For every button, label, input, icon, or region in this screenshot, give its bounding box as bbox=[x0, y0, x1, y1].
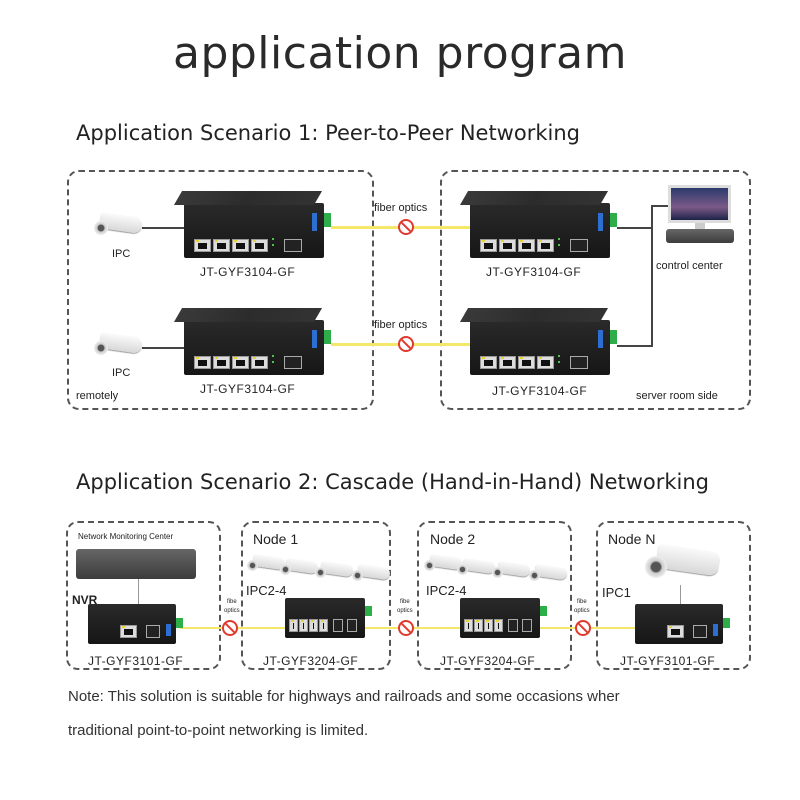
ip-camera-icon bbox=[643, 543, 723, 588]
nvr-device-icon bbox=[76, 549, 196, 579]
note-line-1: Note: This solution is suitable for high… bbox=[68, 688, 620, 705]
ip-camera-icon bbox=[490, 560, 540, 587]
monitor-stand bbox=[695, 223, 705, 229]
control-center-label: control center bbox=[656, 260, 723, 272]
page-title: application program bbox=[172, 28, 627, 79]
fiber-label: fiber optics bbox=[374, 319, 428, 331]
remote-site-box bbox=[67, 170, 374, 410]
switch-model-label: JT-GYF3204-GF bbox=[440, 654, 536, 668]
switch-device-icon bbox=[459, 191, 617, 258]
switch-model-label: JT-GYF3104-GF bbox=[200, 382, 296, 396]
device-label: IPC2-4 bbox=[246, 583, 287, 598]
switch-device-icon bbox=[285, 598, 372, 638]
ethernet-cable bbox=[680, 585, 681, 605]
ip-camera-icon bbox=[92, 212, 152, 245]
node-box-node2 bbox=[417, 521, 572, 670]
switch-model-label: JT-GYF3104-GF bbox=[200, 265, 296, 279]
remote-site-label: remotely bbox=[76, 390, 119, 402]
ip-camera-icon bbox=[455, 557, 505, 584]
ethernet-cable bbox=[617, 345, 652, 347]
node-box-node1 bbox=[241, 521, 391, 670]
switch-device-icon bbox=[459, 308, 617, 375]
ip-camera-icon bbox=[350, 563, 400, 590]
node-box-monitoring-center bbox=[66, 521, 221, 670]
fiber-fault-icon bbox=[398, 219, 414, 235]
computer-host-icon bbox=[666, 229, 734, 243]
ethernet-cable bbox=[142, 227, 184, 229]
camera-label: IPC bbox=[112, 367, 131, 379]
switch-device-icon bbox=[173, 191, 331, 258]
camera-label: IPC bbox=[112, 248, 131, 260]
note-line-2: traditional point-to-point networking is… bbox=[68, 722, 369, 739]
node-title: Network Monitoring Center bbox=[78, 532, 174, 541]
node-title: Node 2 bbox=[430, 531, 476, 547]
fiber-optic-line bbox=[180, 627, 650, 629]
ip-camera-icon bbox=[278, 557, 328, 584]
node-box-nodeN bbox=[596, 521, 751, 670]
ethernet-cable bbox=[142, 347, 184, 349]
device-label: IPC1 bbox=[602, 585, 631, 600]
scenario1-heading: Application Scenario 1: Peer-to-Peer Net… bbox=[76, 121, 580, 145]
server-room-box bbox=[440, 170, 751, 410]
server-room-label: server room side bbox=[636, 390, 718, 402]
switch-device-icon bbox=[635, 604, 730, 644]
switch-model-label: JT-GYF3204-GF bbox=[263, 654, 359, 668]
switch-device-icon bbox=[173, 308, 331, 375]
fiber-fault-icon bbox=[575, 620, 591, 636]
node-title: Node 1 bbox=[253, 531, 299, 547]
switch-device-icon bbox=[460, 598, 547, 638]
switch-device-icon bbox=[88, 604, 183, 644]
fiber-label: fiber optics bbox=[374, 202, 428, 214]
ethernet-cable bbox=[651, 205, 669, 207]
scenario2-heading: Application Scenario 2: Cascade (Hand-in… bbox=[76, 470, 710, 494]
switch-model-label: JT-GYF3104-GF bbox=[486, 265, 582, 279]
ethernet-cable bbox=[138, 579, 139, 604]
ip-camera-icon bbox=[313, 560, 363, 587]
ip-camera-icon bbox=[92, 332, 152, 365]
node-title: Node N bbox=[608, 531, 656, 547]
ethernet-cable bbox=[651, 205, 653, 347]
ip-camera-icon bbox=[245, 553, 295, 580]
ip-camera-icon bbox=[422, 553, 472, 580]
switch-model-label: JT-GYF3101-GF bbox=[620, 654, 716, 668]
fiber-fault-icon bbox=[398, 620, 414, 636]
device-label: IPC2-4 bbox=[426, 583, 467, 598]
ethernet-cable bbox=[617, 227, 652, 229]
switch-model-label: JT-GYF3104-GF bbox=[492, 384, 588, 398]
fiber-fault-icon bbox=[222, 620, 238, 636]
fiber-fault-icon bbox=[398, 336, 414, 352]
monitor-icon bbox=[668, 185, 731, 223]
ip-camera-icon bbox=[527, 563, 577, 590]
device-label: NVR bbox=[72, 593, 98, 607]
switch-model-label: JT-GYF3101-GF bbox=[88, 654, 184, 668]
